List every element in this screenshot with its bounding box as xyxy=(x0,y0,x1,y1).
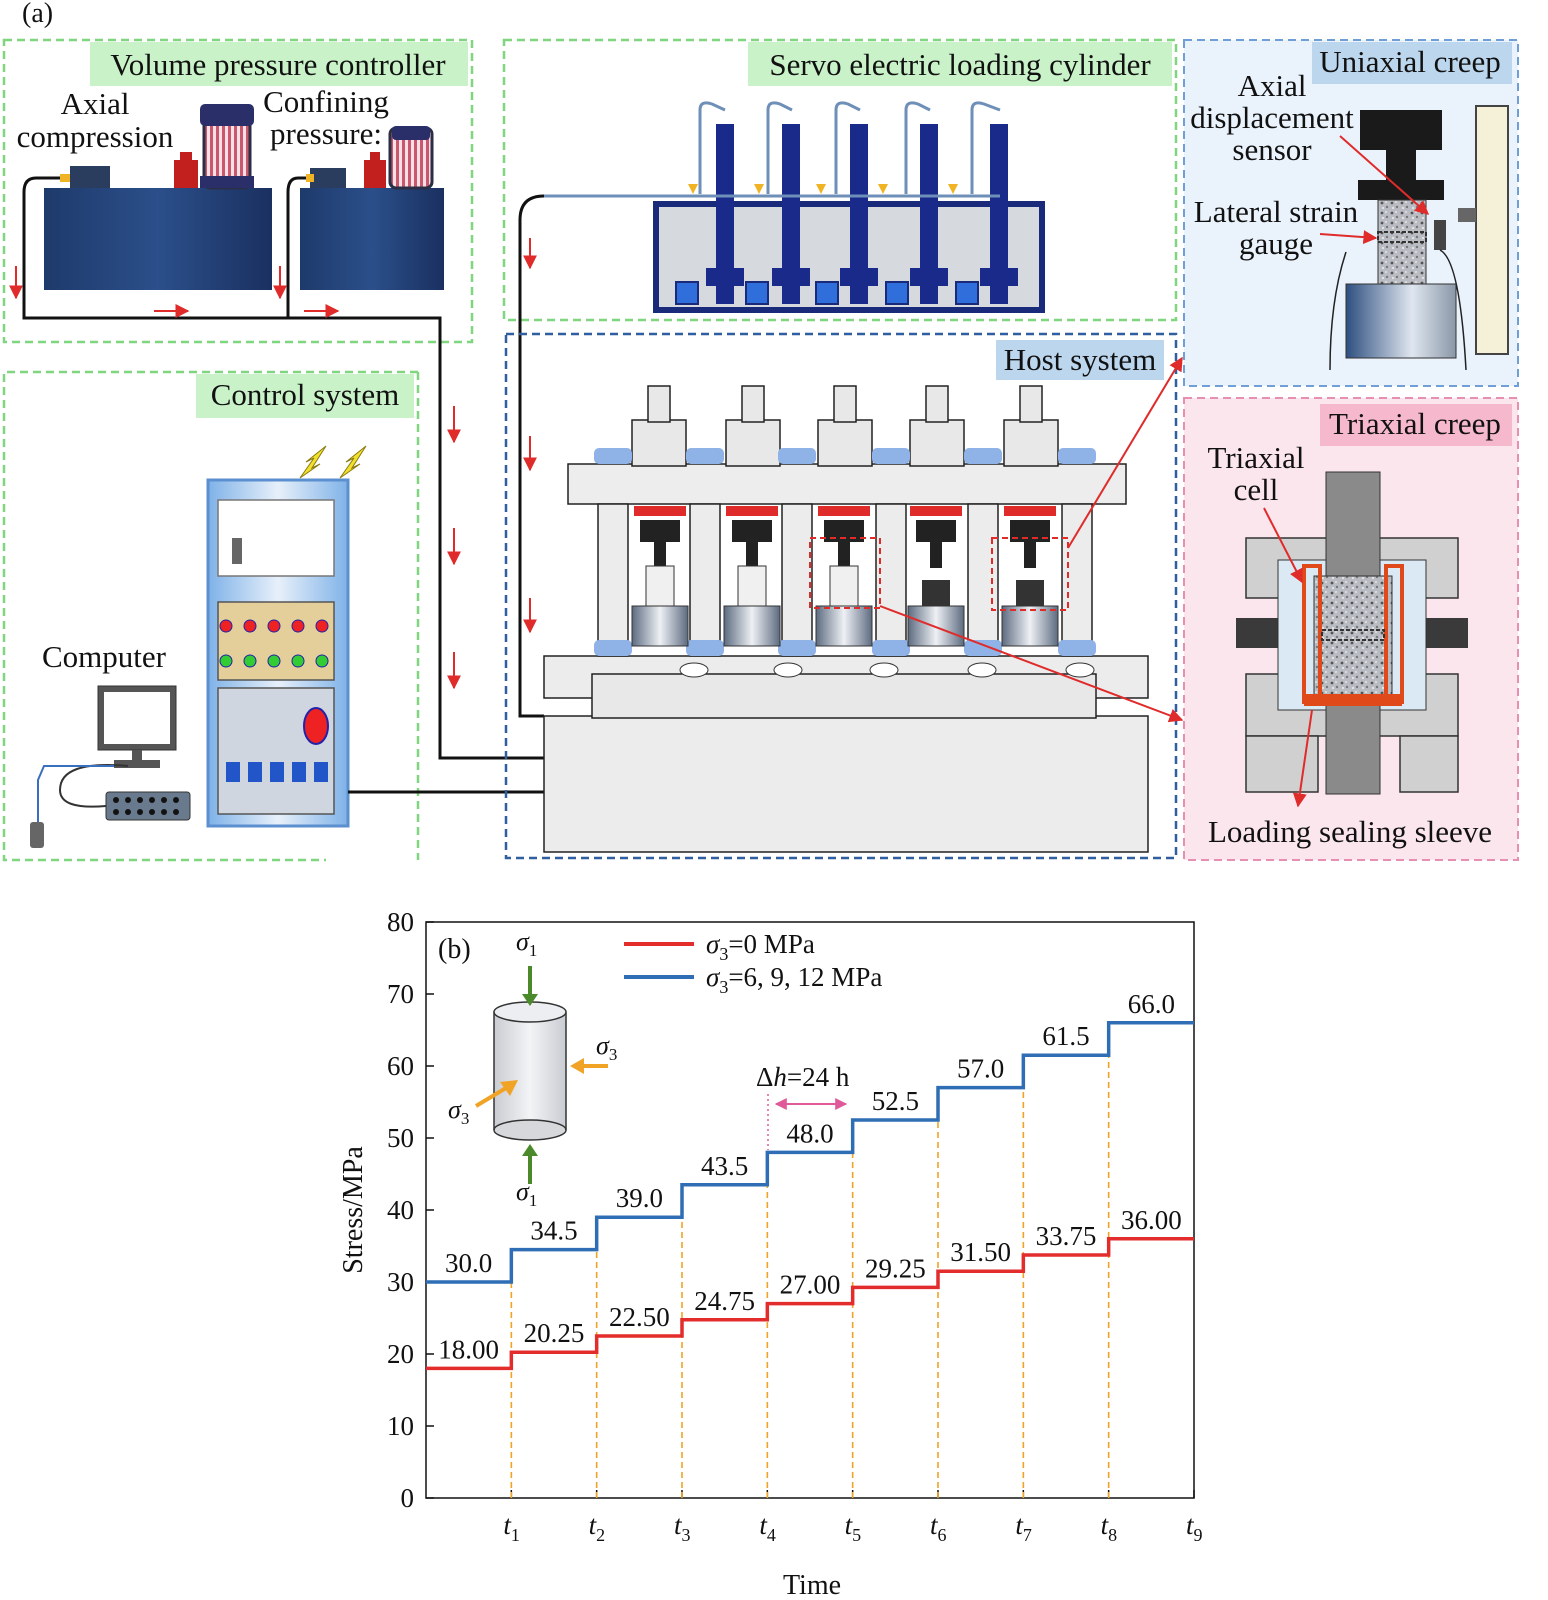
volume-controller-title: Volume pressure controller xyxy=(110,47,446,82)
svg-text:σ3: σ3 xyxy=(448,1095,469,1128)
triaxial-specimen xyxy=(1313,575,1393,699)
y-axis-title: Stress/MPa xyxy=(338,1146,369,1274)
stress-time-chart: (b) 0 10 20 30 40 50 60 70 80 t1 t2 t3 t4 t5 t6 t7 t8 t9… xyxy=(338,907,1203,1600)
x-tick-label: t1 xyxy=(503,1510,520,1545)
data-label: 39.0 xyxy=(616,1183,663,1213)
uniaxial-title: Uniaxial creep xyxy=(1319,44,1501,79)
legend-label-blue: σ3=6, 9, 12 MPa xyxy=(706,962,882,997)
servo-title: Servo electric loading cylinder xyxy=(769,47,1151,82)
axial-compression-line2: compression xyxy=(17,119,174,154)
y-tick-label: 60 xyxy=(387,1051,414,1081)
computer-icon xyxy=(30,685,191,848)
panel-b-label: (b) xyxy=(438,934,471,965)
confining-pressure-line1: Confining xyxy=(263,84,389,119)
x-tick-label: t8 xyxy=(1101,1510,1118,1545)
triaxial-cell-line1: Triaxial xyxy=(1207,440,1304,475)
x-tick-label: t2 xyxy=(589,1510,606,1545)
data-label: 31.50 xyxy=(950,1237,1011,1267)
gauge-line1: Lateral strain xyxy=(1194,194,1359,229)
data-label: 36.00 xyxy=(1121,1205,1182,1235)
x-axis-title: Time xyxy=(783,1570,841,1600)
host-title: Host system xyxy=(1004,342,1156,377)
host-system-panel: Host system xyxy=(447,332,1178,860)
data-label: 48.0 xyxy=(786,1118,833,1148)
data-label: 27.00 xyxy=(780,1270,841,1300)
x-tick-label: t9 xyxy=(1186,1510,1203,1545)
x-tick-label: t6 xyxy=(930,1510,947,1545)
data-label: 61.5 xyxy=(1042,1021,1089,1051)
data-label: 34.5 xyxy=(530,1216,577,1246)
data-label: 18.00 xyxy=(438,1334,499,1364)
sensor-line2: displacement xyxy=(1190,100,1354,135)
y-tick-label: 0 xyxy=(401,1483,415,1513)
data-label: 29.25 xyxy=(865,1253,926,1283)
axial-compression-line1: Axial xyxy=(61,86,130,121)
test-stations xyxy=(631,506,1059,647)
triaxial-title: Triaxial creep xyxy=(1329,406,1501,441)
data-label: 52.5 xyxy=(872,1086,919,1116)
y-tick-label: 80 xyxy=(387,907,414,937)
data-label: 33.75 xyxy=(1036,1221,1097,1251)
servo-loading-cylinder-panel: Servo electric loading cylinder xyxy=(502,38,1178,718)
svg-text:σ1: σ1 xyxy=(516,1177,537,1210)
data-label: 43.5 xyxy=(701,1151,748,1181)
x-tick-label: t5 xyxy=(845,1510,862,1545)
uniaxial-creep-panel: Uniaxial creep Axial displacement sensor… xyxy=(1183,39,1519,387)
y-tick-label: 30 xyxy=(387,1267,414,1297)
y-tick-label: 10 xyxy=(387,1411,414,1441)
indicator-lights xyxy=(219,619,329,668)
data-label: 20.25 xyxy=(524,1318,585,1348)
svg-text:σ3: σ3 xyxy=(596,1031,617,1064)
y-tick-label: 40 xyxy=(387,1195,414,1225)
data-label: 22.50 xyxy=(609,1302,670,1332)
volume-pressure-controller-panel: Volume pressure controller Axial compres… xyxy=(2,38,544,760)
control-system-title: Control system xyxy=(211,377,400,412)
triaxial-creep-panel: Triaxial creep Triaxial cell Loading sea… xyxy=(1183,397,1519,861)
svg-text:σ1: σ1 xyxy=(516,927,537,960)
servo-cylinders xyxy=(706,124,1018,304)
computer-label: Computer xyxy=(42,639,167,674)
data-label: 57.0 xyxy=(957,1054,1004,1084)
x-tick-label: t3 xyxy=(674,1510,691,1545)
data-label: 66.0 xyxy=(1128,989,1175,1019)
specimen-inset: σ1 σ1 σ3 σ3 xyxy=(448,927,617,1210)
triaxial-cell-line2: cell xyxy=(1234,472,1279,507)
panel-a-label: (a) xyxy=(22,0,53,29)
y-tick-label: 50 xyxy=(387,1123,414,1153)
sensor-line3: sensor xyxy=(1232,132,1312,167)
gauge-line2: gauge xyxy=(1239,226,1313,261)
control-system-panel: Control system Computer xyxy=(2,370,544,862)
loading-sleeve-label: Loading sealing sleeve xyxy=(1208,814,1492,849)
confining-tank xyxy=(300,188,444,290)
y-tick-label: 70 xyxy=(387,979,414,1009)
data-label: 24.75 xyxy=(694,1286,755,1316)
lightning-icon xyxy=(299,445,327,479)
axial-tank xyxy=(44,188,272,290)
series-line-red xyxy=(426,1237,1194,1371)
legend-label-red: σ3=0 MPa xyxy=(706,929,815,964)
delta-h-annotation: Δh=24 h xyxy=(756,1062,850,1150)
x-tick-label: t4 xyxy=(759,1510,776,1545)
dial-icon xyxy=(303,707,329,745)
data-label: 30.0 xyxy=(445,1248,492,1278)
delta-h-label: Δh=24 h xyxy=(756,1062,850,1092)
lightning-icon-2 xyxy=(339,445,367,479)
series-line-blue xyxy=(426,1021,1194,1284)
x-tick-label: t7 xyxy=(1015,1510,1032,1545)
sensor-line1: Axial xyxy=(1238,68,1307,103)
confining-pressure-line2: pressure: xyxy=(270,116,382,151)
legend: σ3=0 MPa σ3=6, 9, 12 MPa xyxy=(624,929,882,997)
y-tick-label: 20 xyxy=(387,1339,414,1369)
